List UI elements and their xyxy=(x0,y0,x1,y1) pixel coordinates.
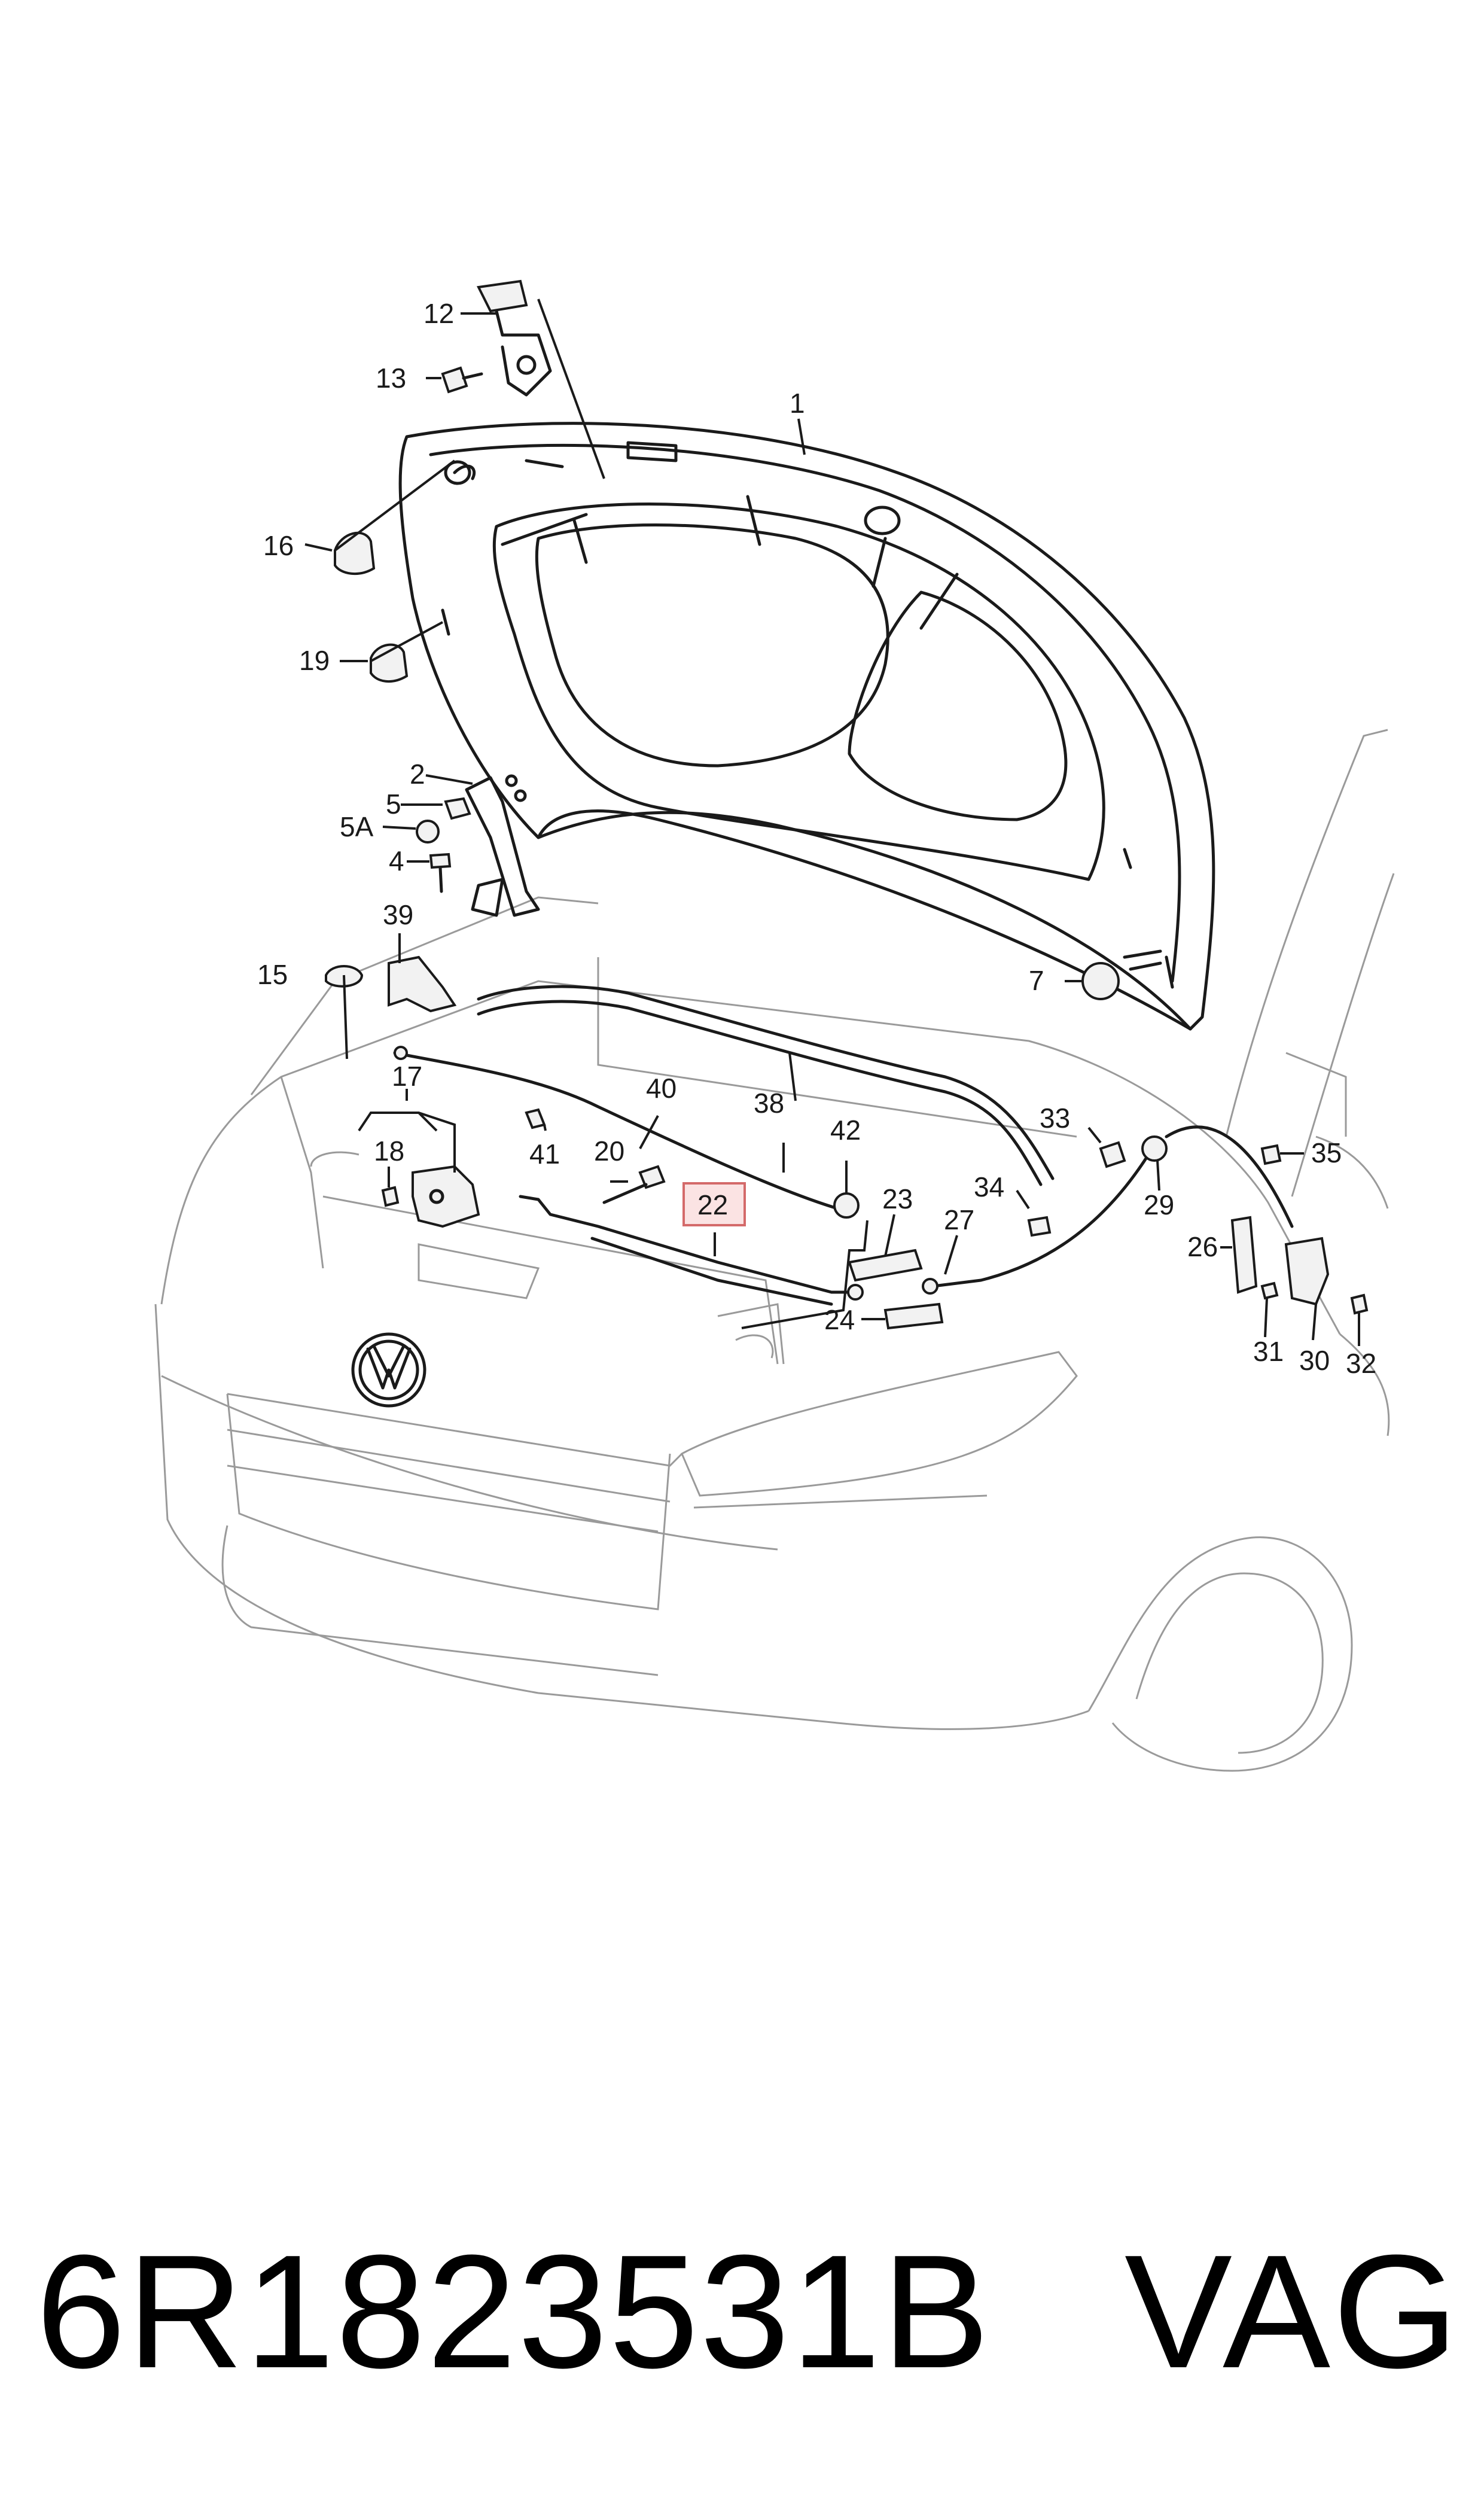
part-number-label: 6R1823531B xyxy=(36,2222,991,2402)
clip-42 xyxy=(833,1192,860,1219)
nut-5 xyxy=(444,797,471,820)
callout-29: 29 xyxy=(1144,1189,1174,1220)
callout-26: 26 xyxy=(1187,1231,1218,1262)
callout-2: 2 xyxy=(410,759,425,790)
hinge-2 xyxy=(465,774,540,917)
hood-panel xyxy=(398,422,1215,1031)
bolt-20 xyxy=(602,1165,666,1204)
callout-13: 13 xyxy=(376,363,406,394)
car-body-outline xyxy=(154,729,1395,1772)
callout-1: 1 xyxy=(790,388,805,419)
cable-27 xyxy=(922,1153,1150,1295)
callout-5a: 5A xyxy=(340,811,374,842)
grommet-23 xyxy=(848,1249,923,1282)
bolt-13 xyxy=(441,366,483,394)
callout-15: 15 xyxy=(257,959,288,990)
handle-26 xyxy=(1230,1216,1258,1294)
callout-39: 39 xyxy=(383,899,413,930)
release-cable-22 xyxy=(519,1195,864,1306)
cap-24 xyxy=(883,1302,944,1330)
screw-31 xyxy=(1260,1281,1279,1300)
callout-16: 16 xyxy=(263,530,294,561)
callout-40: 40 xyxy=(646,1073,677,1104)
engine-bay-outline xyxy=(250,896,1077,1365)
callout-33: 33 xyxy=(1040,1103,1070,1134)
callout-35: 35 xyxy=(1311,1137,1342,1168)
callout-5: 5 xyxy=(386,788,401,820)
callout-24: 24 xyxy=(824,1304,855,1335)
callout-42: 42 xyxy=(830,1115,861,1146)
brand-label: VAG xyxy=(1125,2222,1461,2402)
callout-27: 27 xyxy=(944,1204,974,1235)
release-lever-30 xyxy=(1284,1237,1330,1306)
clip-41 xyxy=(525,1108,546,1129)
bolt-4 xyxy=(429,852,452,893)
seal-7 xyxy=(1081,949,1162,1000)
callout-20: 20 xyxy=(594,1135,624,1167)
callout-34: 34 xyxy=(974,1171,1004,1202)
callout-38: 38 xyxy=(754,1088,784,1119)
highlight-box-22 xyxy=(682,1182,746,1226)
callout-12: 12 xyxy=(423,298,454,329)
callout-31: 31 xyxy=(1253,1336,1284,1367)
callout-30: 30 xyxy=(1299,1345,1330,1376)
lock-18 xyxy=(381,1165,480,1228)
hood-latch-catch-12 xyxy=(476,279,552,397)
vw-emblem xyxy=(351,1332,426,1408)
leader-lines xyxy=(304,299,1360,1346)
callout-18: 18 xyxy=(374,1135,404,1167)
clip-32 xyxy=(1350,1293,1369,1315)
callout-7: 7 xyxy=(1029,965,1044,996)
exploded-parts-diagram: 1 2 4 5 5A 7 12 13 15 16 17 18 19 20 22 … xyxy=(154,279,1395,1772)
buffer-19 xyxy=(370,643,409,683)
callout-23: 23 xyxy=(882,1183,913,1214)
clip-34 xyxy=(1027,1216,1052,1237)
buffer-16 xyxy=(334,531,376,576)
nut-5a xyxy=(416,820,440,844)
cable-40 xyxy=(393,1046,839,1210)
bracket-39 xyxy=(388,955,457,1013)
clip-29 xyxy=(1141,1125,1294,1228)
clip-33 xyxy=(1099,1141,1126,1168)
callout-41: 41 xyxy=(529,1138,560,1170)
callout-19: 19 xyxy=(299,645,330,676)
callout-4: 4 xyxy=(389,845,404,876)
callout-22: 22 xyxy=(697,1189,728,1220)
callout-labels: 1 2 4 5 5A 7 12 13 15 16 17 18 19 20 22 … xyxy=(257,298,1376,1379)
seal-strip-38 xyxy=(477,985,1055,1186)
callout-17: 17 xyxy=(392,1061,422,1092)
clip-35 xyxy=(1260,1144,1282,1165)
callout-32: 32 xyxy=(1346,1348,1376,1379)
